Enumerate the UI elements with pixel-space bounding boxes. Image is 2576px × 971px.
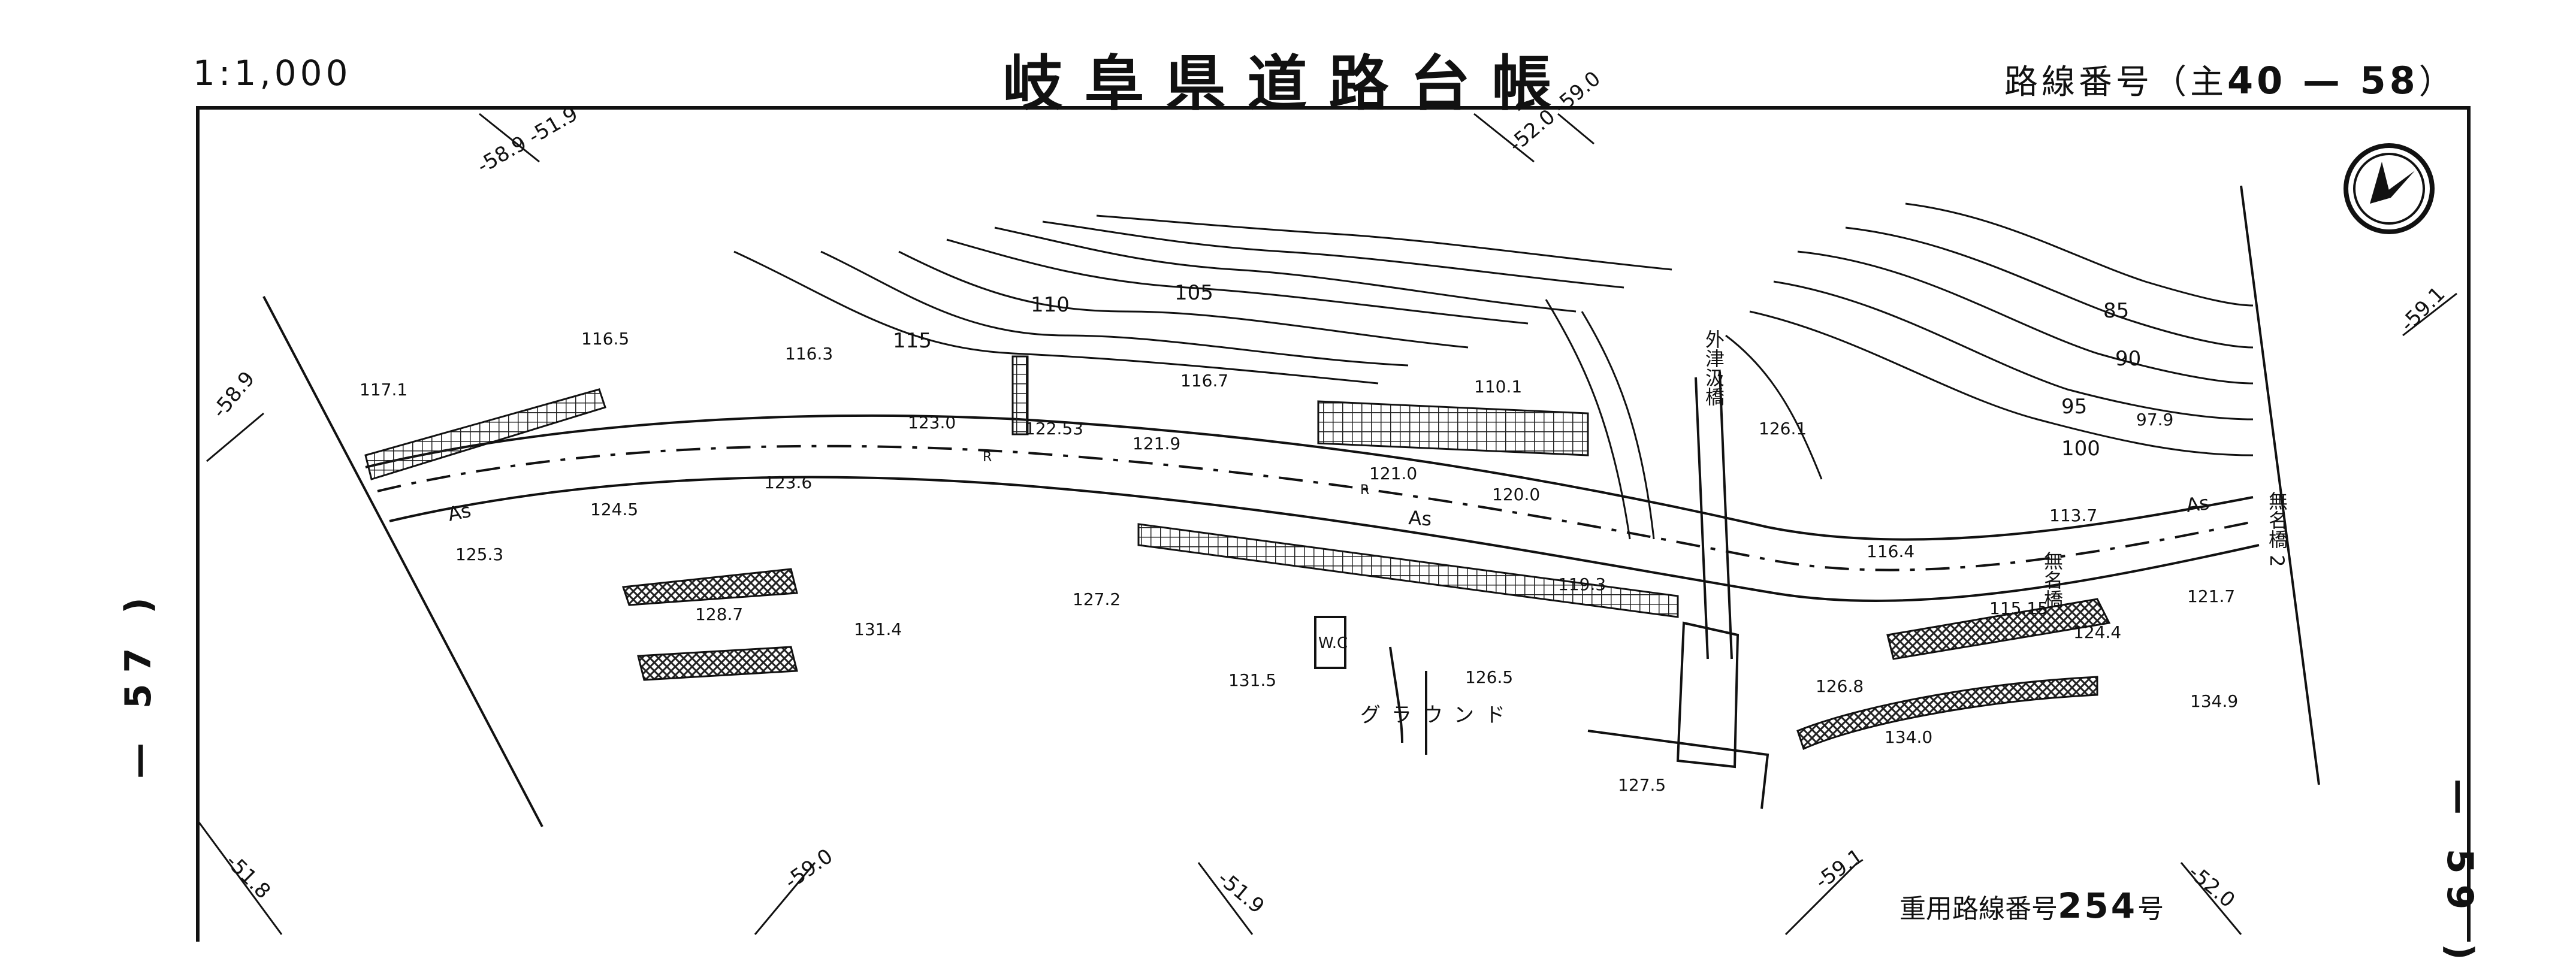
structures [1314,371,1769,809]
elevation-label: 110.1 [1474,377,1522,397]
elevation-label: 121.7 [2187,586,2235,606]
road-surface-label: As [2185,491,2210,517]
elevation-label: 131.4 [854,619,902,639]
elevation-label: 124.5 [590,500,638,519]
retaining-walls [364,355,2111,751]
map-frame [196,106,2471,942]
elevation-label: 120.0 [1492,485,1540,504]
route-prefix: 路線番号（主 [2004,63,2227,102]
elevation-label: 125.3 [455,545,503,564]
road-mark-label: R [1360,483,1369,498]
grid-label-right-1: -59.1 [2396,282,2450,336]
elevation-label: 116.4 [1867,542,1914,561]
road-mark-label: R [983,450,992,465]
secondary-route-number: 重用路線番号254号 [1899,885,2164,926]
secondary-suffix: 号 [2137,894,2164,924]
elevation-label: 116.5 [581,329,629,349]
toilet-building [1314,616,1346,669]
bridge-label-2: 無名橋 [2041,551,2064,609]
route-suffix: ） [2418,63,2456,102]
secondary-number-value: 254 [2058,885,2138,926]
contour-label: 115 [893,329,932,353]
bridge-label-1: 外津汲橋 [1702,329,1725,406]
elevation-label: 116.7 [1180,371,1228,391]
elevation-label: 119.3 [1558,574,1606,594]
elevation-label: 123.6 [764,473,812,492]
contour-label: 105 [1174,281,1213,305]
contour-label: 95 [2061,395,2087,419]
elevation-label: 113.7 [2049,506,2097,525]
contour-label: 100 [2061,437,2100,461]
secondary-prefix: 重用路線番号 [1899,894,2058,924]
grid-ticks [197,113,2457,936]
map-canvas: -58.9 -51.9 -52.0 -59.0 -58.9 -59.1 -51.… [196,66,2471,942]
route-number-value: 40 — 58 [2227,59,2419,102]
elevation-label: 128.7 [695,604,743,624]
contour-lines [733,202,2254,540]
grid-label-top-1: -58.9 -51.9 [473,102,582,179]
grid-label-bottom-1: -51.8 [221,849,275,903]
elevation-label: 134.9 [2190,691,2238,711]
elevation-label: 117.1 [360,380,407,400]
elevation-label: 126.5 [1465,667,1513,687]
road-surface-label: As [1408,506,1432,531]
elevation-label: 127.2 [1073,589,1121,609]
elevation-label: 131.5 [1228,670,1276,690]
contour-label: 110 [1031,293,1070,317]
elevation-label: 121.0 [1369,464,1417,483]
ground-label: グラウンド [1360,703,1516,727]
road-surface-label: As [446,499,473,526]
elevation-label: 126.1 [1759,419,1807,438]
plot-boundary [262,185,2320,827]
grid-label-bottom-5: -52.0 [2184,860,2239,912]
elevation-label: 124.4 [2073,622,2121,642]
north-arrow-icon [2344,143,2435,234]
main-road [365,414,2260,602]
elevation-label: 127.5 [1618,775,1666,795]
toilet-label: W.C [1318,634,1348,652]
grid-label-bottom-4: -59.1 [1811,844,1868,894]
grid-label-bottom-2: -59.0 [780,844,837,894]
elevation-label: 123.0 [908,413,956,432]
elevation-label: 126.8 [1816,676,1864,696]
elevation-label: 134.0 [1885,727,1932,747]
bridge-label-3: 無名橋 2 [2266,491,2288,567]
contour-label: 85 [2103,299,2129,323]
grid-label-left-1: -58.9 [207,367,259,423]
elevation-label: 115.15 [1989,598,2048,618]
elevation-label: 122.53 [1025,419,1083,438]
map-scale: 1:1,000 [193,53,352,93]
elevation-label: 97.9 [2136,410,2173,429]
route-number: 路線番号（主40 — 58） [2004,55,2456,104]
contour-label: 90 [2115,347,2141,371]
elevation-label: 121.9 [1133,434,1180,453]
building-outline [1676,621,1740,769]
elevation-label: 116.3 [785,344,833,364]
grid-label-top-2: -52.0 -59.0 [1504,66,1605,157]
